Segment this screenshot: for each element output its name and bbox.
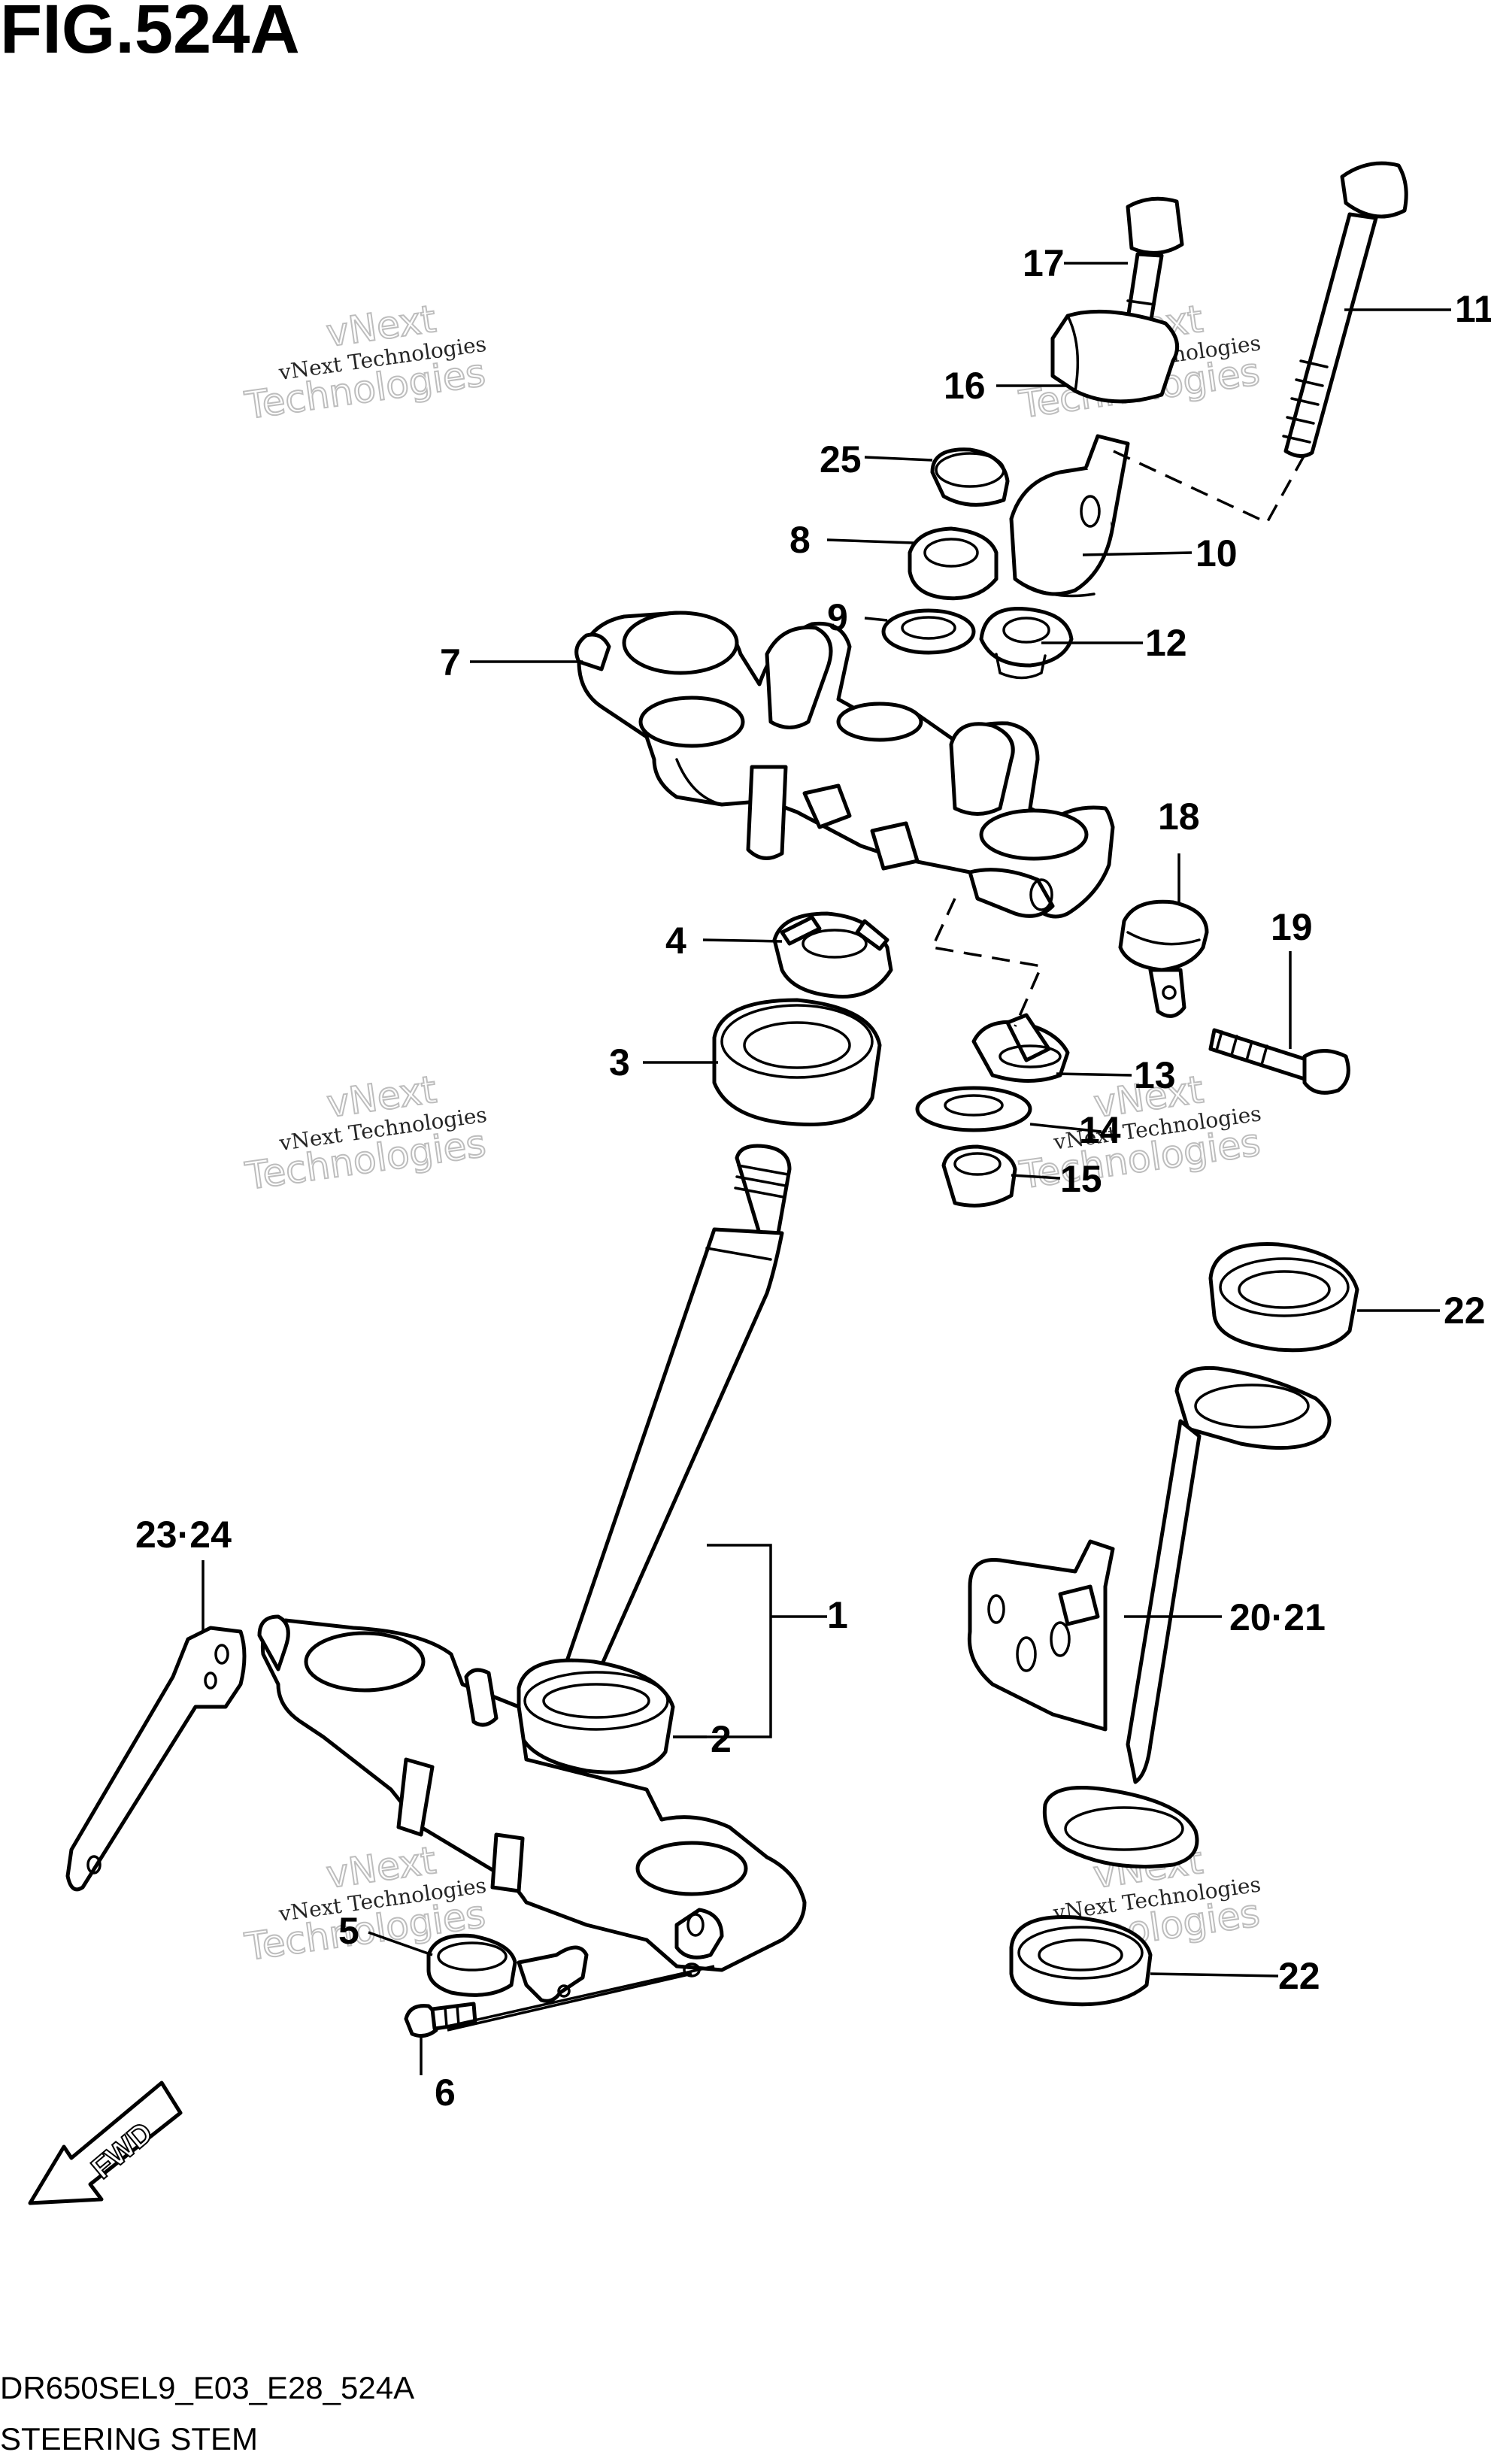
callout-12: 12 <box>1145 622 1187 664</box>
callout-14: 14 <box>1079 1109 1121 1151</box>
callout-13: 13 <box>1134 1054 1176 1096</box>
callout-1: 1 <box>827 1594 848 1636</box>
callout-16: 16 <box>944 365 986 407</box>
part-1-steering-stem <box>554 1144 792 1702</box>
callout-7: 7 <box>440 641 461 683</box>
leader-lines <box>202 262 1451 2075</box>
figure-code: DR650SEL9_E03_E28_524A <box>0 2370 414 2405</box>
callout-20-21: 20·21 <box>1229 1596 1326 1638</box>
part-22-seal-lower <box>1009 1915 1153 2007</box>
callout-25: 25 <box>820 438 862 480</box>
part-15-nut <box>941 1144 1017 1208</box>
callout-10: 10 <box>1196 532 1238 574</box>
part-22-seal-upper <box>1208 1242 1359 1353</box>
figure-name: STEERING STEM <box>0 2421 258 2456</box>
part-6-bolt <box>404 2002 477 2038</box>
part-19-bolt <box>1208 1028 1350 1095</box>
part-11-long-bolt <box>1282 161 1408 458</box>
callout-15: 15 <box>1060 1158 1102 1200</box>
callout-9: 9 <box>827 596 848 638</box>
part-20-21-bracket <box>967 1365 1332 1868</box>
callout-19: 19 <box>1271 906 1313 948</box>
watermark-1: vNext vNext Technologies Technologies <box>241 296 489 429</box>
callout-23-24: 23·24 <box>135 1514 232 1556</box>
fwd-arrow-icon: FWD <box>28 2081 183 2205</box>
callout-17: 17 <box>1023 242 1065 284</box>
callout-8: 8 <box>789 519 811 561</box>
callout-22-upper: 22 <box>1444 1290 1486 1332</box>
lower-bracket <box>257 1614 807 1978</box>
part-13-guide <box>971 1013 1070 1083</box>
callout-11: 11 <box>1455 288 1491 330</box>
part-23-24-stay <box>65 1626 247 1892</box>
part-16-clamp <box>1050 309 1180 404</box>
part-12-grommet <box>979 607 1074 680</box>
callout-6: 6 <box>435 2072 456 2114</box>
assembly-line-11 <box>1105 446 1306 525</box>
callout-5: 5 <box>338 1910 359 1952</box>
part-9-washer <box>881 608 976 655</box>
part-10-holder <box>1009 434 1130 598</box>
callout-3: 3 <box>609 1041 630 1083</box>
part-3-bearing <box>712 998 882 1127</box>
part-18-clamp-band <box>1118 899 1209 1018</box>
part-8-nut <box>908 526 999 601</box>
callout-2: 2 <box>711 1718 732 1760</box>
watermark-3: vNext vNext Technologies Technologies <box>242 1067 489 1199</box>
callout-18: 18 <box>1158 796 1200 838</box>
part-4-lock-nut <box>772 911 893 999</box>
part-5-grommet <box>426 1933 589 2003</box>
callout-22-lower: 22 <box>1278 1955 1320 1997</box>
part-7-upper-bracket <box>574 611 1115 919</box>
part-14-washer <box>915 1086 1032 1132</box>
figure-title: FIG.524A <box>0 0 300 68</box>
callout-4: 4 <box>665 920 686 962</box>
part-2-bearing-lower <box>517 1658 675 1775</box>
part-25-cap <box>930 447 1010 507</box>
